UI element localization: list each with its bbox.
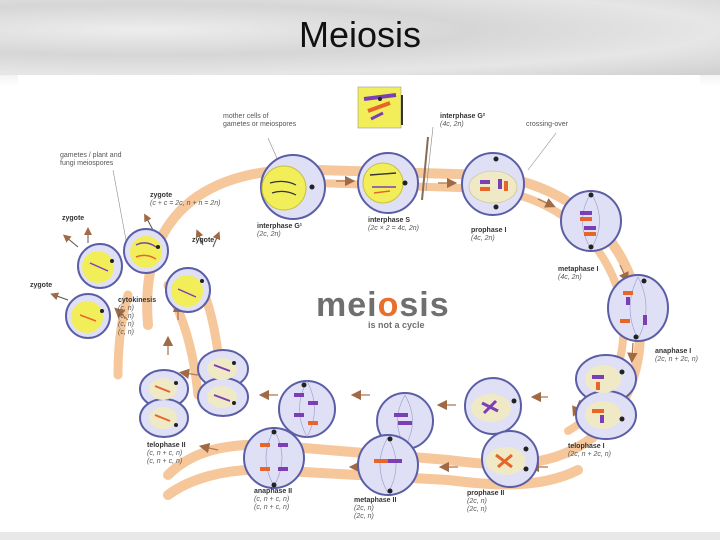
cell-zygote-left-bottom xyxy=(65,293,111,339)
zygote-arrows xyxy=(50,213,221,301)
label-anaphase-2: anaphase II(c, n + c, n)(c, n + c, n) xyxy=(254,488,293,511)
cell-anaphase-2-bottom xyxy=(243,427,305,489)
label-interphase-g2: interphase G²(4c, 2n) xyxy=(440,113,486,128)
label-interphase-g1: interphase G¹(2c, 2n) xyxy=(257,223,303,238)
cell-zygote-middle xyxy=(123,228,169,274)
diagram-canvas xyxy=(50,86,669,500)
cell-prophase-1 xyxy=(461,152,525,216)
label-zygote-3: zygote xyxy=(30,282,53,289)
cell-metaphase-1 xyxy=(560,190,622,252)
note-crossing-over: crossing-over xyxy=(526,121,569,128)
label-telophase-1: telophase I(2c, n + 2c, n) xyxy=(568,443,611,458)
cell-interphase-s xyxy=(357,152,419,214)
cell-telophase-2-top xyxy=(197,349,249,417)
label-telophase-2: telophase II(c, n + c, n)(c, n + c, n) xyxy=(147,442,186,465)
cell-interphase-g1 xyxy=(260,154,326,220)
label-zygote-formula: zygote(c + c = 2c, n + n = 2n) xyxy=(150,192,221,207)
cell-zygote-right xyxy=(165,267,211,313)
cell-prophase-2-top xyxy=(464,377,522,435)
cell-telophase-2-bottom xyxy=(139,369,189,438)
brand-subtitle: is not a cycle xyxy=(368,320,425,330)
cell-anaphase-2-top xyxy=(278,380,336,438)
leader-lines xyxy=(112,126,557,241)
label-cytokinesis: cytokinesis(c, n)(c, n)(c, n)(c, n) xyxy=(118,297,157,336)
label-zygote-1: zygote xyxy=(62,215,85,222)
cell-zygote-left-top xyxy=(77,243,123,289)
brand-meiosis: meiosis is not a cycle xyxy=(316,288,450,330)
label-metaphase-2: metaphase II(2c, n)(2c, n) xyxy=(354,497,397,520)
cell-metaphase-2-bottom xyxy=(357,434,419,496)
brand-word: meiosis xyxy=(316,286,450,324)
label-prophase-1: prophase I(4c, 2n) xyxy=(471,227,507,242)
crossing-over-inset xyxy=(357,86,429,201)
cell-anaphase-1 xyxy=(607,274,669,342)
label-prophase-2: prophase II(2c, n)(2c, n) xyxy=(467,490,505,513)
cell-prophase-2-bottom xyxy=(481,430,539,488)
label-zygote-2: zygote xyxy=(192,237,215,244)
label-anaphase-1: anaphase I(2c, n + 2c, n) xyxy=(655,348,698,363)
cell-telophase-1 xyxy=(575,354,637,440)
slide-title: Meiosis xyxy=(298,14,422,55)
slide-bottom-strip xyxy=(0,532,720,540)
label-interphase-s: interphase S(2c × 2 = 4c, 2n) xyxy=(368,217,419,232)
label-metaphase-1: metaphase I(4c, 2n) xyxy=(558,266,599,281)
